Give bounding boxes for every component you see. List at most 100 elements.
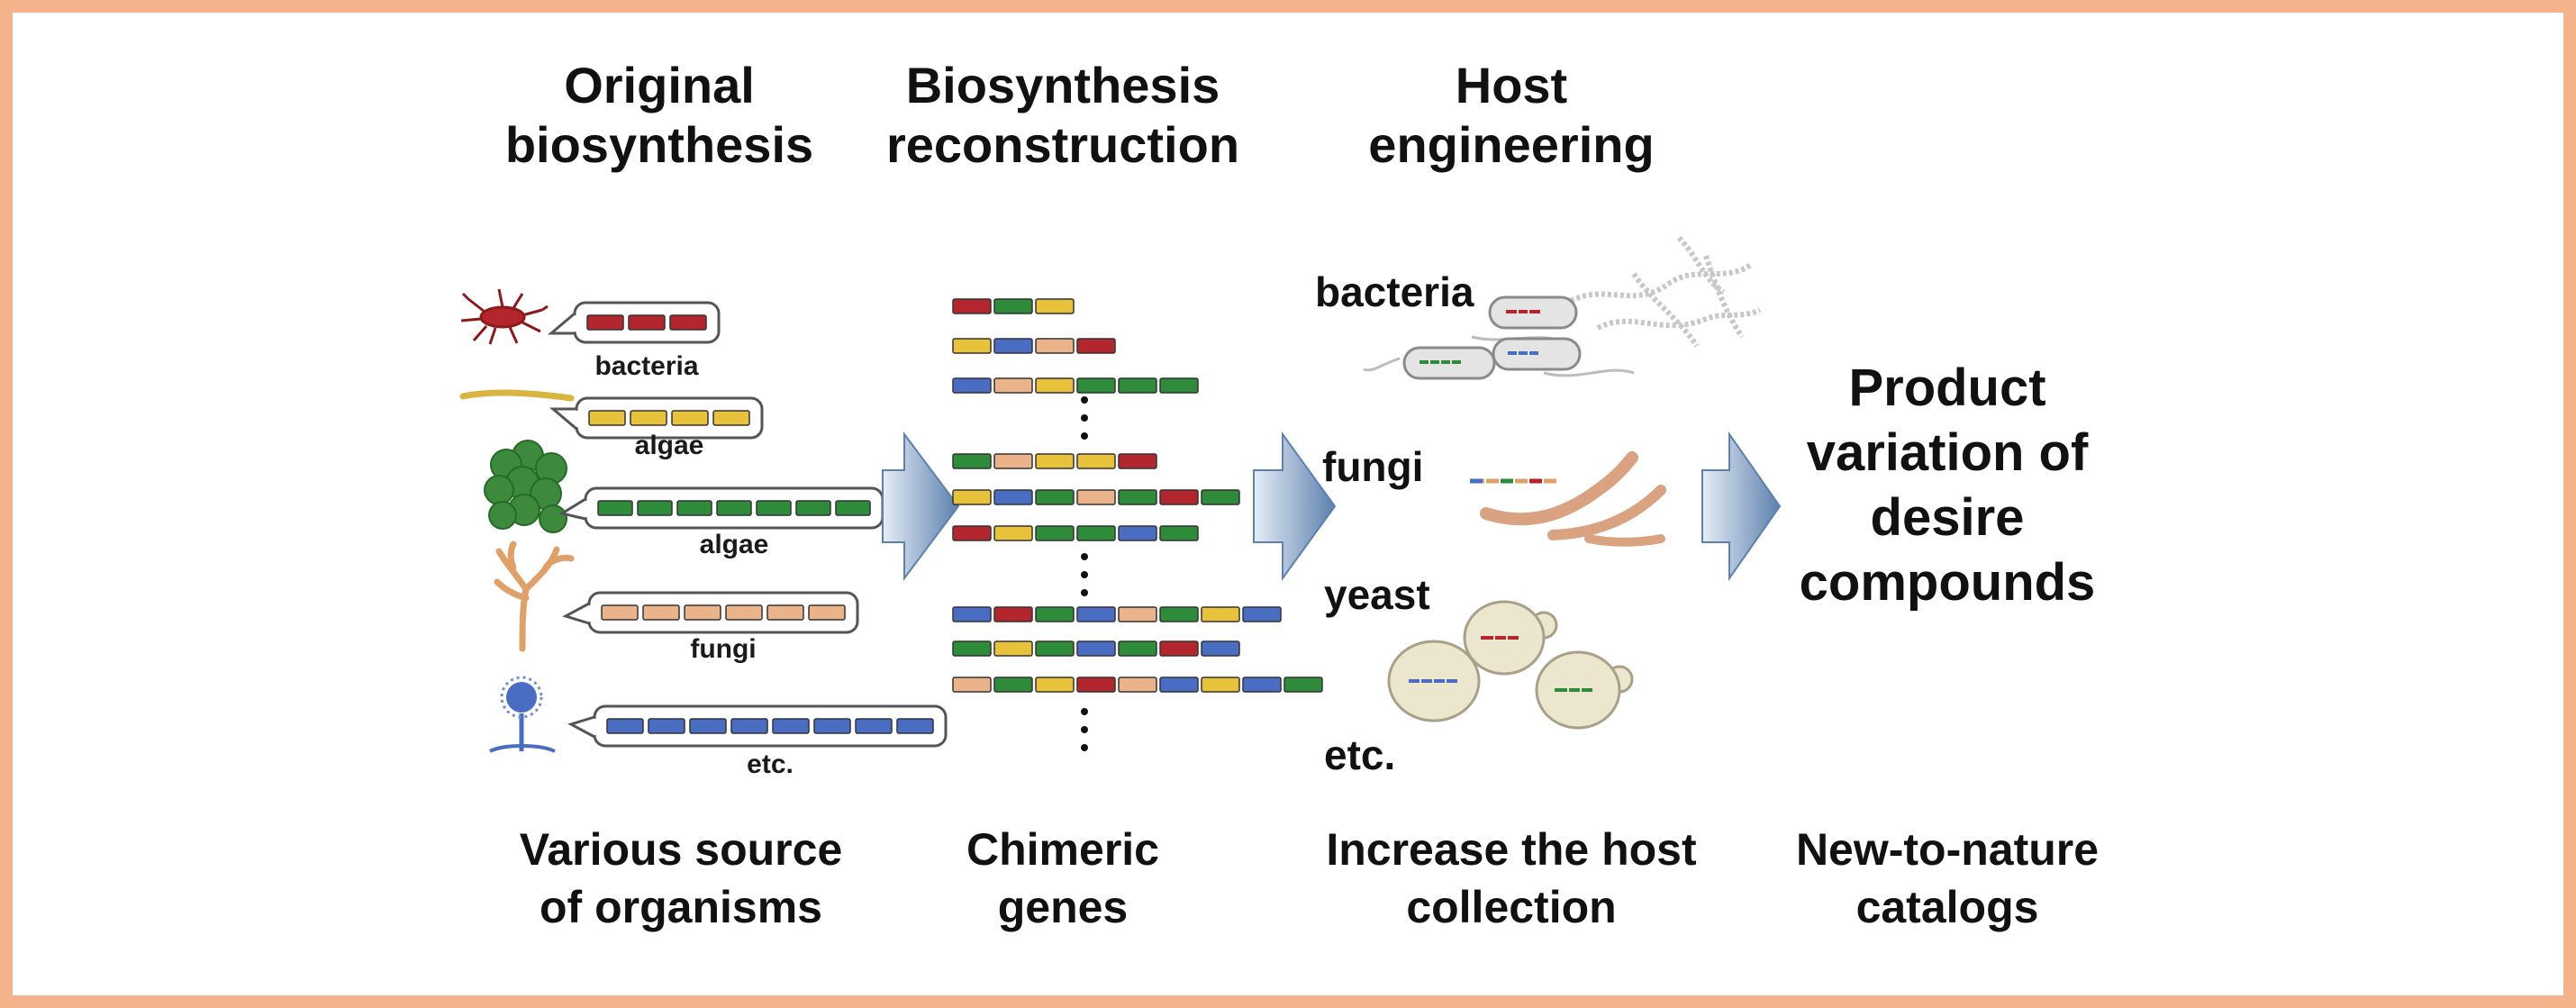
- sporangium-icon: [489, 676, 556, 753]
- gene-segment: [1242, 677, 1282, 693]
- gene-segment: [772, 718, 810, 734]
- product-line1: Product: [1848, 359, 2045, 417]
- gene-segment: [756, 500, 792, 516]
- gene-segment: [716, 500, 752, 516]
- gene-segment: [1159, 606, 1199, 622]
- host-yeast-label: yeast: [1324, 571, 1430, 618]
- gene-segment: [642, 604, 680, 621]
- host-etc-label: etc.: [1324, 731, 1395, 778]
- gene-segment: [725, 604, 763, 621]
- gene-segment: [1076, 489, 1116, 505]
- gene-bubble-tail: [547, 312, 576, 335]
- gene-segment: [1201, 606, 1240, 622]
- gene-segment: [952, 298, 992, 314]
- host-fungi-label: fungi: [1322, 443, 1423, 490]
- header-host: Host engineering: [1368, 57, 1654, 173]
- gene-segment: [1035, 525, 1075, 541]
- mycelium-fungi-icon: [494, 540, 575, 652]
- footer-reconstruction-line2: genes: [998, 882, 1129, 932]
- product-line4: compounds: [1800, 553, 2096, 612]
- footer-host-line1: Increase the host: [1326, 824, 1697, 875]
- organism-label: fungi: [690, 634, 756, 664]
- gene-segment: [1035, 338, 1075, 354]
- host-bacteria-label: bacteria: [1315, 268, 1474, 315]
- header-reconstruction: Biosynthesis reconstruction: [886, 57, 1239, 173]
- gene-segment: [588, 410, 626, 426]
- gene-segment: [1159, 525, 1199, 541]
- gene-segment: [993, 606, 1033, 622]
- gene-segment: [1242, 606, 1282, 622]
- gene-segment: [1035, 298, 1075, 314]
- gene-segment: [952, 489, 992, 505]
- gene-segment: [993, 377, 1033, 394]
- footer-original-line2: of organisms: [540, 882, 822, 932]
- gene-segment: [669, 314, 707, 331]
- colony-algae-icon: [484, 440, 567, 533]
- chimeric-ellipsis-2: [1081, 553, 1088, 596]
- arrow-3-icon: [1701, 431, 1782, 582]
- gene-segment: [1159, 489, 1199, 505]
- pipeline-diagram: Original biosynthesis Biosynthesis recon…: [459, 57, 2099, 932]
- host-fungi-icon: [1470, 451, 1666, 547]
- header-original-line1: Original: [564, 57, 755, 114]
- gene-bubble-tail: [562, 602, 590, 625]
- gene-segment: [1118, 640, 1157, 657]
- gene-segment: [1076, 525, 1116, 541]
- gene-segment: [993, 338, 1033, 354]
- header-host-line1: Host: [1456, 57, 1567, 114]
- gene-segment: [606, 718, 644, 734]
- footer-product: New-to-nature catalogs: [1796, 824, 2099, 932]
- gene-segment: [630, 410, 667, 426]
- gene-segment: [1035, 640, 1075, 657]
- gene-bubble-2: [549, 396, 764, 440]
- gene-bubble-1: [547, 301, 721, 344]
- gene-segment: [952, 640, 992, 657]
- gene-segment: [813, 718, 851, 734]
- gene-segment: [1118, 606, 1157, 622]
- organism-label: algae: [700, 530, 769, 559]
- chimeric-row-3: [952, 377, 1199, 394]
- header-original-line2: biosynthesis: [505, 116, 813, 173]
- gene-segment: [952, 677, 992, 693]
- header-host-line2: engineering: [1368, 116, 1654, 173]
- gene-segment: [648, 718, 685, 734]
- host-yeast-icon: [1387, 600, 1634, 730]
- gene-segment: [993, 298, 1033, 314]
- gene-segment: [1076, 453, 1116, 469]
- gene-bubble-4: [562, 591, 859, 634]
- gene-segment: [628, 314, 666, 331]
- gene-segment: [676, 500, 712, 516]
- gene-bubble-tail: [549, 407, 577, 431]
- gene-bubble-body: [593, 704, 948, 748]
- gene-segment: [1035, 677, 1075, 693]
- gene-segment: [1076, 640, 1116, 657]
- footer-reconstruction: Chimeric genes: [966, 824, 1159, 932]
- bacteria-icon: [460, 288, 549, 345]
- gene-segment: [795, 500, 831, 516]
- chimeric-row-1: [952, 298, 1075, 314]
- chimeric-ellipsis-1: [1081, 396, 1088, 440]
- arrow-1-icon: [882, 431, 960, 581]
- gene-segment: [1201, 489, 1240, 505]
- filament-algae-icon: [459, 389, 575, 402]
- gene-segment: [1035, 453, 1075, 469]
- gene-segment: [993, 489, 1033, 505]
- gene-segment: [1035, 606, 1075, 622]
- header-reconstruction-line1: Biosynthesis: [906, 57, 1220, 114]
- gene-segment: [1283, 677, 1323, 693]
- gene-segment: [808, 604, 846, 621]
- gene-segment: [1118, 453, 1157, 469]
- gene-segment: [1159, 677, 1199, 693]
- gene-bubble-3: [558, 486, 884, 530]
- product-text: Product variation of desire compounds: [1800, 359, 2096, 612]
- gene-segment: [835, 500, 871, 516]
- gene-segment: [1118, 489, 1157, 505]
- chimeric-row-5: [952, 489, 1240, 505]
- gene-segment: [896, 718, 934, 734]
- gene-segment: [1201, 640, 1240, 657]
- chimeric-row-9: [952, 677, 1323, 693]
- chimeric-row-4: [952, 453, 1157, 469]
- product-line3: desire: [1871, 488, 2025, 547]
- gene-segment: [1035, 489, 1075, 505]
- footer-host-line2: collection: [1406, 882, 1616, 932]
